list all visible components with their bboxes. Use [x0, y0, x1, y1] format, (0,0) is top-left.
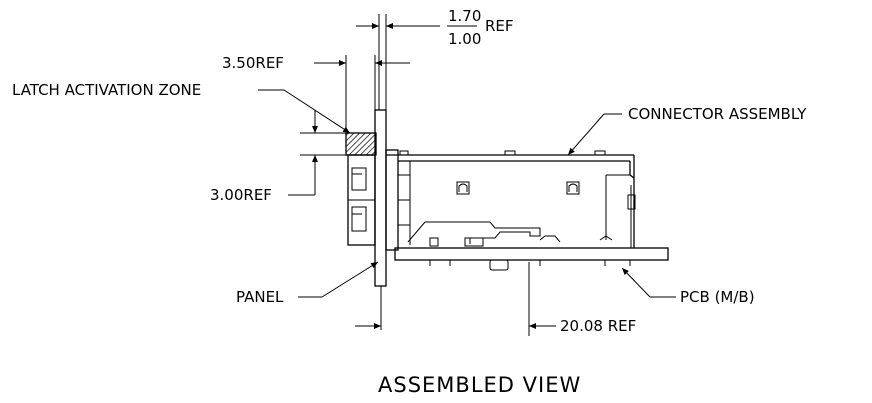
ref-top-text: REF: [485, 17, 514, 35]
latch-activation-zone: [345, 132, 377, 156]
connector-assembly-text: CONNECTOR ASSEMBLY: [628, 105, 807, 123]
panel-callout: PANEL: [236, 261, 379, 306]
pcb-text: PCB (M/B): [680, 288, 755, 306]
dimension-350-ref: 3.50REF: [222, 54, 410, 130]
pcb: [394, 247, 669, 271]
dim-2008-text: 20.08 REF: [560, 317, 636, 335]
dimension-170-100-ref: 1.70 1.00 REF: [356, 7, 514, 110]
connector-assembly-body: [385, 149, 636, 251]
dim-300-text: 3.00REF: [210, 186, 272, 204]
dimension-2008-ref: 20.08 REF: [355, 262, 636, 336]
latch-zone-text: LATCH ACTIVATION ZONE: [12, 81, 201, 99]
panel-text: PANEL: [236, 288, 284, 306]
dim-350-text: 3.50REF: [222, 54, 284, 72]
dim-100-text: 1.00: [448, 30, 481, 48]
pcb-callout: PCB (M/B): [621, 267, 755, 306]
connector-front-block: [347, 154, 376, 246]
connector-assembly-callout: CONNECTOR ASSEMBLY: [567, 105, 807, 156]
latch-zone-callout: LATCH ACTIVATION ZONE: [12, 81, 351, 134]
dim-170-text: 1.70: [448, 7, 481, 25]
dimension-300-ref: 3.00REF: [210, 110, 346, 204]
drawing-title: ASSEMBLED VIEW: [378, 373, 581, 397]
